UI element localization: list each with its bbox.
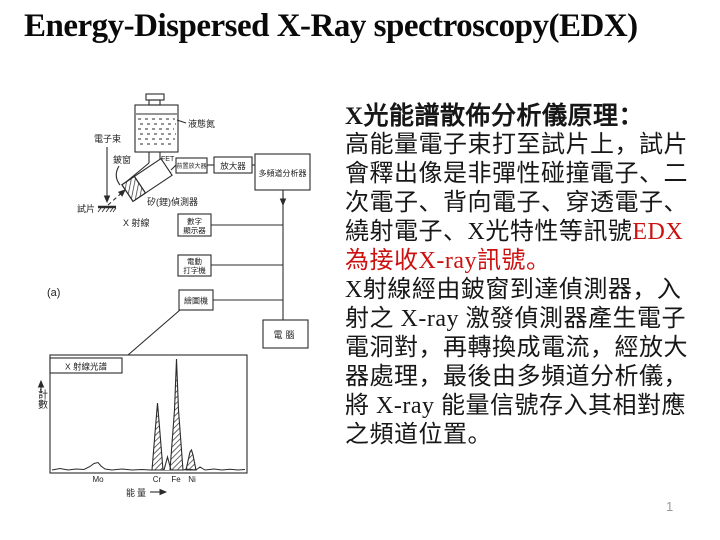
liquid-nitrogen-pointer (176, 119, 187, 124)
fet-label: FET (161, 156, 175, 163)
multichannel-analyzer-label: 多頻道分析器 (259, 168, 307, 178)
text-line: 繞射電子、X光特性等訊號EDX (345, 219, 684, 245)
electron-beam-label: 電子束 (94, 134, 121, 144)
peak-label-cr: Cr (153, 475, 162, 484)
liquid-nitrogen-label: 液態氮 (188, 118, 215, 129)
peak-label-mo: Mo (92, 475, 104, 484)
text-line: 射之 X-ray 激發偵測器產生電子 (345, 306, 686, 332)
slide-title: Energy-Dispersed X-Ray spectroscopy(EDX) (24, 8, 638, 44)
explanation-text: X光能譜散佈分析儀原理： 高能量電子束打至試片上，試片 會釋出像是非彈性碰撞電子… (345, 102, 717, 450)
plotter-to-spectrum-line (127, 309, 181, 356)
figure-caption: (a) (47, 287, 60, 299)
digital-display-label: 顯示器 (183, 226, 206, 235)
peak-label-fe: Fe (171, 475, 181, 484)
specimen-label: 試片 (77, 203, 95, 214)
spectrum-title: X 射線光譜 (65, 362, 108, 372)
x-ray-label: X 射線 (123, 217, 150, 228)
text-line: 為接收X-ray訊號。 (345, 247, 717, 276)
xray-spectrum-plot: X 射線光譜 計數 Mo Cr Fe Ni 能量 (36, 354, 248, 498)
preamplifier-label: 前置放大器 (176, 162, 206, 170)
text-line: X射線經由鈹窗到達偵測器，入 (345, 277, 682, 303)
peak-ni (185, 448, 197, 471)
plotter-label: 繪圖機 (184, 296, 208, 306)
edx-schematic-diagram: 液態氮 FET 矽(鋰)偵測器 鈹窗 電子束 試片 (36, 93, 311, 498)
computer-box (262, 319, 309, 349)
text-line: 電洞對，再轉換成電流，經放大 (345, 335, 688, 361)
si-li-detector-label: 矽(鋰)偵測器 (147, 196, 198, 207)
edx-highlight: 為接收X-ray訊號。 (345, 248, 551, 274)
specimen (97, 205, 117, 213)
computer-label: 電腦 (273, 329, 297, 340)
peak-fe (169, 358, 184, 471)
peak-label-ni: Ni (188, 475, 196, 484)
text-line: 器處理，最後由多頻道分析儀， (345, 364, 688, 390)
x-axis-label: 能量 (126, 487, 148, 498)
text-line: 將 X-ray 能量信號存入其相對應 (345, 393, 686, 419)
digital-display-label: 數字 (187, 216, 202, 226)
text-line: 之頻道位置。 (345, 422, 492, 448)
detector-to-preamp-line (170, 164, 177, 171)
beryllium-window-label: 鈹窗 (113, 154, 131, 165)
dewar-vessel (134, 93, 179, 163)
y-axis-label: 計數 (36, 388, 48, 410)
typewriter-label: 電動 (187, 257, 202, 266)
text-line: 高能量電子束打至試片上，試片 (345, 132, 688, 158)
peak-cr (151, 402, 164, 471)
x-ray-arrow (107, 189, 126, 206)
beryllium-window-pointer (115, 165, 121, 186)
spectrum-baseline (51, 461, 246, 471)
edx-highlight: EDX (632, 219, 684, 245)
text-line: 會釋出像是非彈性碰撞電子、二 (345, 161, 688, 187)
explanation-heading: X光能譜散佈分析儀原理： (345, 103, 645, 130)
spectrum-title-box (49, 357, 123, 374)
si-li-detector (121, 157, 173, 203)
typewriter-label: 打字機 (183, 265, 206, 275)
page-number: 1 (666, 499, 674, 514)
text-line: 次電子、背向電子、穿透電子、 (345, 190, 688, 216)
amplifier-label: 放大器 (220, 161, 246, 171)
